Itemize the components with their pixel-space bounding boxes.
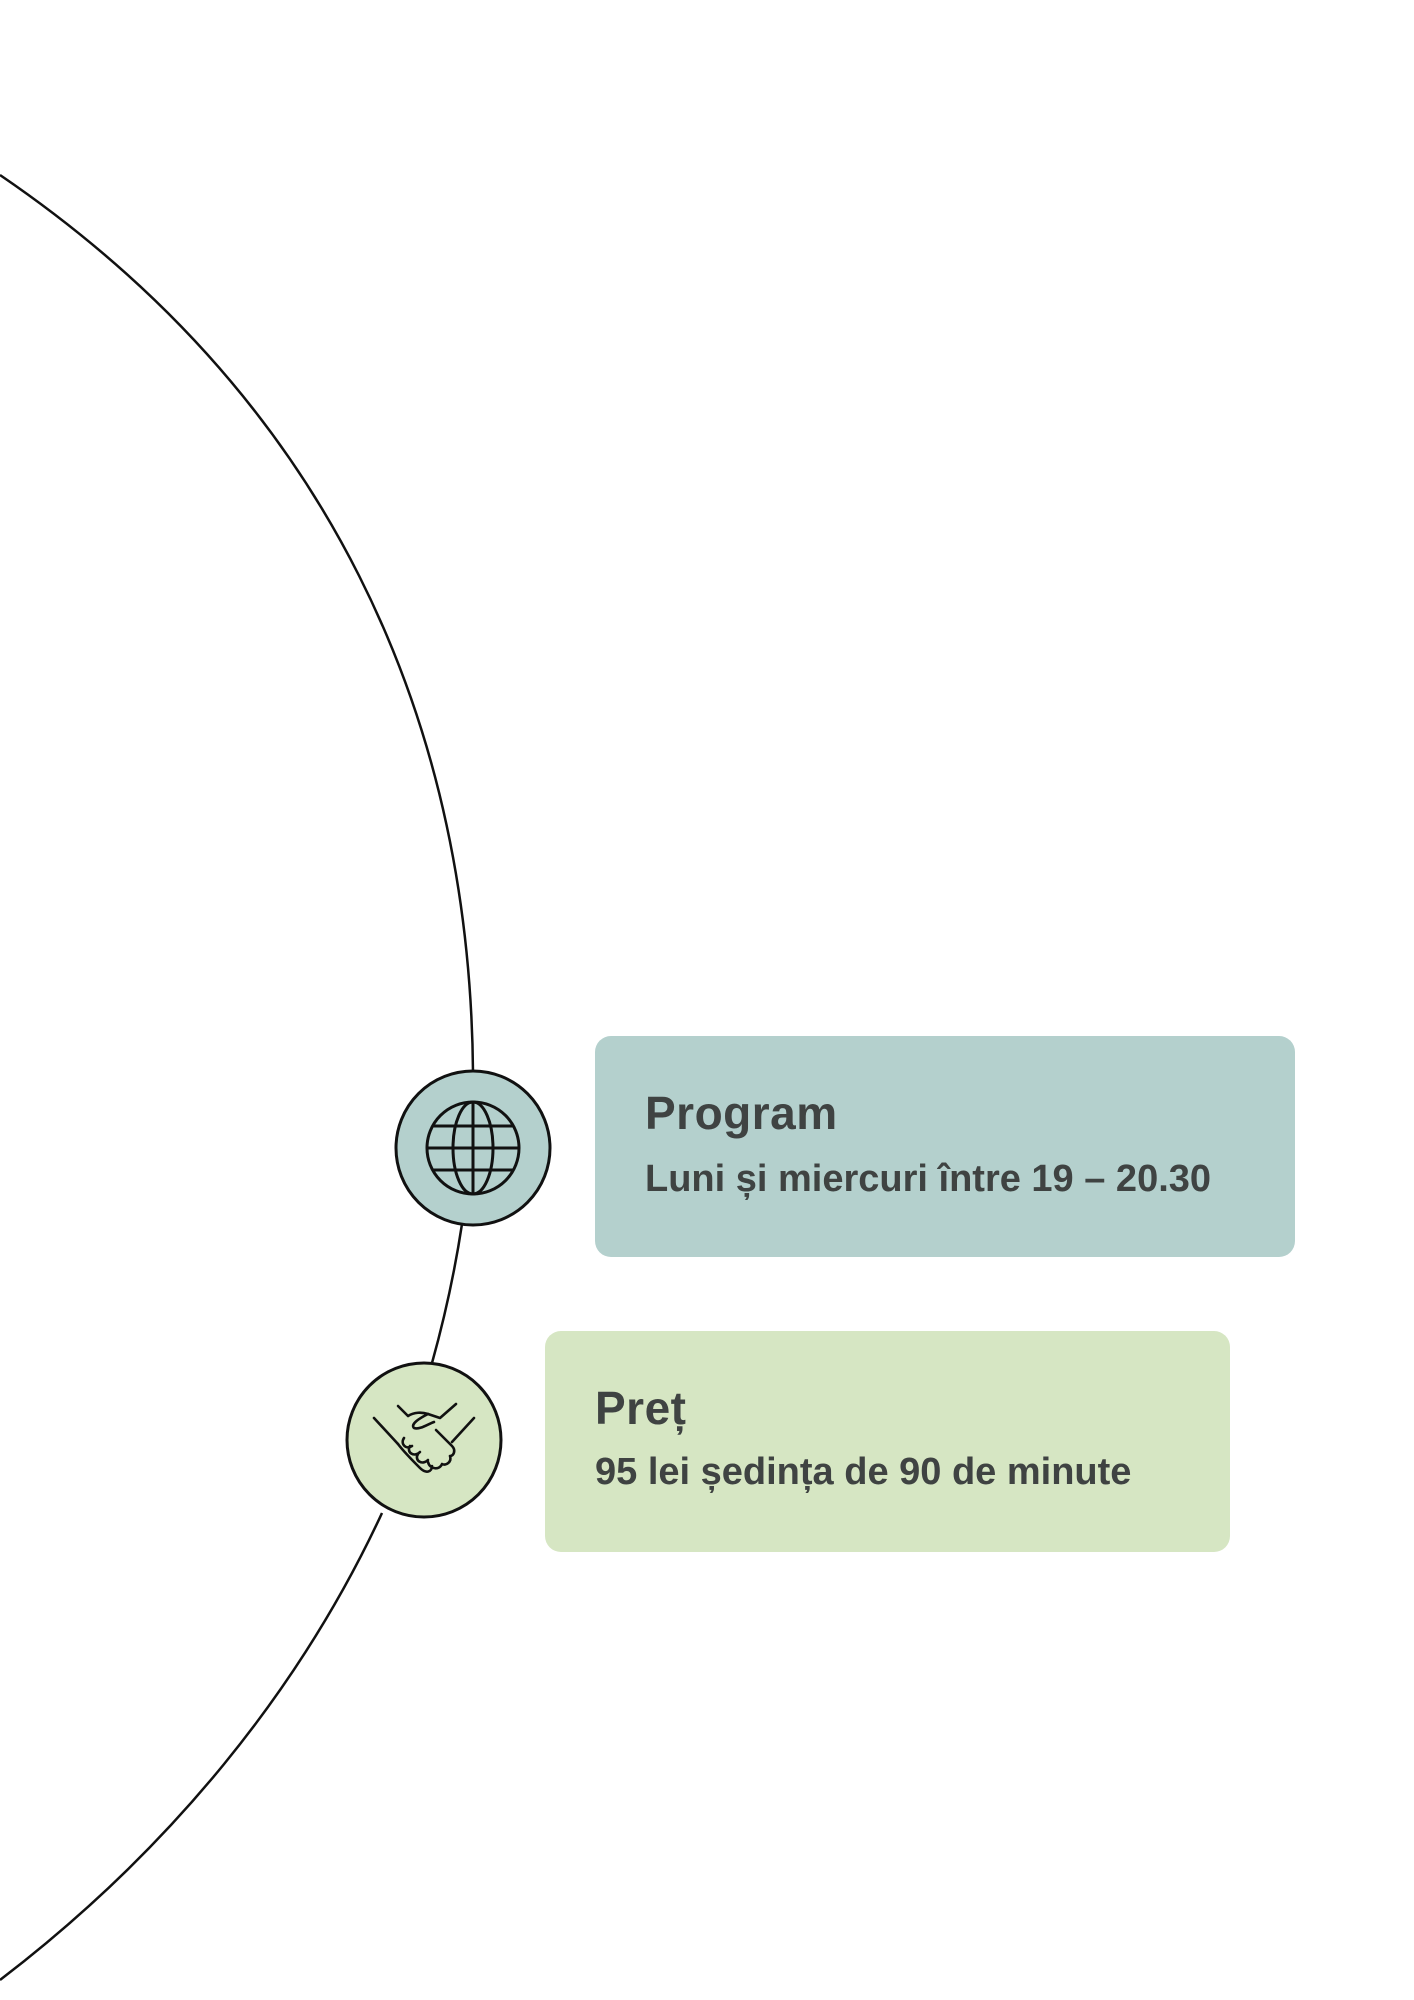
price-title: Preț (595, 1382, 687, 1434)
timeline-curve-lower (0, 1512, 384, 1981)
globe-icon (425, 1100, 521, 1196)
price-card: Preț 95 lei ședința de 90 de minute (545, 1331, 1230, 1552)
program-schedule: Luni și miercuri între 19 – 20.30 (645, 1158, 1212, 1200)
handshake-icon (372, 1402, 476, 1473)
globe-node (394, 1069, 552, 1227)
timeline-curve (0, 173, 475, 1073)
program-title: Program (645, 1087, 838, 1139)
price-details: 95 lei ședința de 90 de minute (595, 1451, 1132, 1493)
timeline-curve-middle (430, 1223, 464, 1364)
program-card: Program Luni și miercuri între 19 – 20.3… (595, 1036, 1295, 1257)
handshake-node (345, 1361, 503, 1519)
